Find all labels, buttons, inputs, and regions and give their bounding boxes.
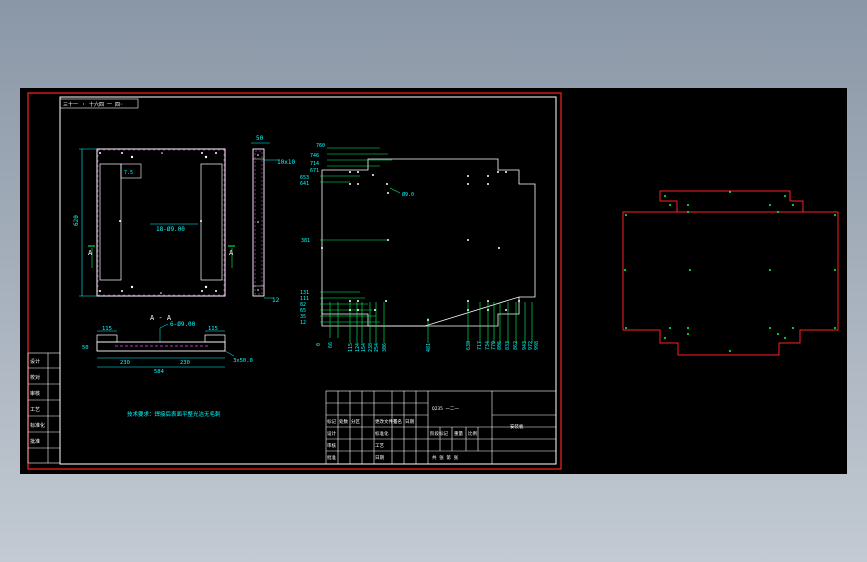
section-dim-230-right: 230 [180,360,190,366]
section-height: 50 [82,345,89,351]
tb-header-1: 处数 [339,418,348,425]
inner-frame [59,96,557,465]
plan-bottom-dim-1: 66 [328,342,334,348]
side-view [251,142,280,299]
tb-row2-label: 设计 [327,430,336,437]
left-holes-note: 18-Ø9.00 [156,226,185,233]
plan-hole-note: Ø9.0 [402,191,414,198]
tb-row2-std: 标准化 [375,430,389,437]
plan-bottom-dim-6: 254 [374,343,380,352]
rev-row-5: 批准 [30,438,40,445]
rev-row-0: 设计 [30,358,40,365]
plan-top-dim-1: 746 [310,153,319,159]
plan-bottom-dim-5: 238 [368,343,374,352]
left-plate-view [79,148,235,297]
plan-bottom-dim-2: 115 [348,343,354,352]
plan-bottom-dim-16: 943 [522,341,528,350]
tb-header-5: 日期 [405,419,414,425]
plan-left-dim-1: 111 [300,296,309,302]
plan-bottom-dim-7: 306 [382,343,388,352]
left-small-dim: 7.5 [124,170,133,176]
side-bottom-dim: 12 [272,297,280,304]
plan-bottom-dim-18: 998 [534,341,540,350]
revision-strip [27,352,61,464]
plan-bottom-dim-15: 862 [513,341,519,350]
plan-top-dim-0: 760 [316,143,325,149]
plan-bottom-dim-0: 0 [316,343,322,346]
plan-outline [321,158,536,327]
title-note: 三十一 ・ 十六四 一 四◦ [63,101,123,108]
tb-material: Q235 一二一 [432,406,460,412]
section-dim-230-left: 230 [120,360,130,366]
plan-bottom-dim-12: 770 [491,341,497,350]
cad-drawing: 三十一 ・ 十六四 一 四◦ 设计 校对 审核 工艺 标准化 批准 [27,92,839,470]
tb-header-3: 更改文件号 [375,418,398,425]
plan-bottom-dim-3: 124 [355,343,361,352]
tb-row4-label: 批准 [327,454,336,461]
tb-stage-2: 比例 [468,430,477,437]
title-block-grid [325,390,557,465]
section-holes-note: 6-Ø9.00 [170,321,196,328]
plan-top-dim-5: 641 [300,181,309,187]
plan-bottom-dim-13: 806 [497,341,503,350]
tb-stage-1: 重量 [454,430,463,437]
left-height-dim: 620 [73,215,80,226]
arrow-label-left: A [88,249,93,257]
right-plate-outline [622,190,839,356]
plan-bottom-dims: 0 66 115 124 154 238 254 306 481 638 717… [316,341,540,352]
tb-row3-proc: 工艺 [375,443,384,449]
plan-top-dim-2: 714 [310,161,319,167]
rev-row-2: 审核 [30,390,40,397]
tb-row3-label: 审核 [327,442,336,449]
plan-left-dim-4: 35 [300,314,306,320]
plan-top-dim-4: 653 [300,175,309,181]
plan-left-dim-5: 12 [300,320,306,326]
section-overall: 584 [154,369,165,375]
side-thick-note: 10x10 [277,159,295,166]
tb-header-4: 签名 [393,418,402,425]
plan-bottom-dim-17: 972 [528,341,534,350]
tb-header-2: 分区 [351,418,360,425]
arrow-label-right: A [229,249,234,257]
tech-note: 技术要求：焊接后表面平整光洁无毛刺 [127,410,221,418]
plan-left-dim-3: 65 [300,308,306,314]
tb-sheet: 共 张 第 张 [432,454,459,461]
rev-row-4: 标准化 [30,422,45,429]
outer-border [27,92,562,470]
plan-left-dim-2: 82 [300,302,306,308]
plan-left-dim-0: 131 [300,290,309,296]
section-dim-115-left: 115 [102,326,112,332]
plan-top-dim-3: 671 [310,168,319,174]
section-dim-115-right: 115 [208,326,218,332]
rev-row-3: 工艺 [30,407,40,413]
tb-stage-0: 阶段标记 [430,430,448,437]
plan-bottom-dim-11: 734 [485,341,491,350]
section-label: A - A [150,314,172,322]
tb-row4-date: 日期 [375,455,384,461]
plan-dim-lines [320,147,533,343]
tb-part-name: 安装板 [510,423,524,430]
plan-holes [321,171,520,321]
plan-bottom-dim-10: 717 [477,341,483,350]
side-top-dim: 50 [256,135,264,142]
plan-bottom-dim-14: 833 [505,341,511,350]
section-thick-note: 3x50.0 [233,358,253,364]
rev-row-1: 校对 [30,374,40,381]
plan-bottom-dim-9: 638 [466,341,472,350]
plan-bottom-dim-8: 481 [426,343,432,352]
section-view [96,323,235,368]
plan-bottom-dim-4: 154 [361,343,367,352]
tb-header-0: 标记 [327,418,336,425]
plan-mid-dim: 381 [301,238,310,244]
cad-viewport[interactable]: 三十一 ・ 十六四 一 四◦ 设计 校对 审核 工艺 标准化 批准 [20,88,847,474]
